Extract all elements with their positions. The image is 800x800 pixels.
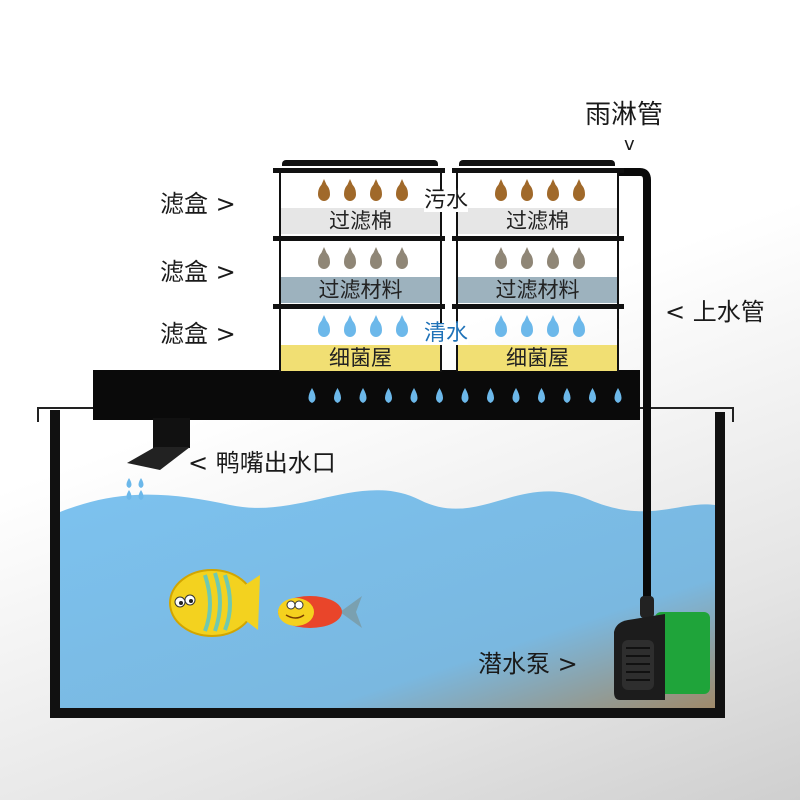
tray-drop xyxy=(436,388,443,403)
filter-media-band: 过滤材料 xyxy=(458,277,617,303)
clean-drops xyxy=(495,315,585,337)
box-edge xyxy=(279,168,281,372)
filter-lid-left xyxy=(282,160,438,166)
tray-drop xyxy=(308,388,316,403)
dirty-water-label: 污水 xyxy=(424,188,469,213)
tank-right-wall xyxy=(715,412,725,718)
tray-drop xyxy=(589,388,596,403)
drip-tray xyxy=(93,370,640,420)
duckbill-spout xyxy=(153,418,190,448)
filter-box-label-1: 滤盒 > xyxy=(160,190,236,218)
filter-box-label-2: 滤盒 > xyxy=(160,258,236,286)
filtered-drops xyxy=(495,247,585,269)
dirty-drops xyxy=(318,179,408,201)
red-fish xyxy=(278,596,362,628)
tank-left-wall xyxy=(50,410,60,718)
inlet-pipe xyxy=(618,168,651,600)
tank-bottom xyxy=(50,708,725,718)
tray-drop xyxy=(359,388,367,403)
rain-pipe-arrow: v xyxy=(624,134,635,155)
rain-pipe-label: 雨淋管 xyxy=(585,100,664,130)
box-edge xyxy=(456,168,458,372)
shelf xyxy=(273,168,445,173)
tray-drop xyxy=(385,388,392,403)
submersible-pump xyxy=(614,596,710,700)
clean-drops xyxy=(318,315,408,337)
filter-lid-right xyxy=(459,160,615,166)
submersible-pump-label: 潜水泵 > xyxy=(478,650,578,678)
box-edge xyxy=(617,168,619,372)
inlet-pipe-label: < 上水管 xyxy=(665,298,765,326)
shelf xyxy=(452,304,624,309)
shelf xyxy=(452,168,624,173)
outlet-drops xyxy=(126,478,144,500)
shelf xyxy=(273,236,445,241)
filter-media-band: 过滤材料 xyxy=(281,277,440,303)
bacteria-house-band: 细菌屋 xyxy=(458,345,617,371)
tray-drop xyxy=(334,388,341,403)
tray-drop xyxy=(512,388,520,403)
dirty-drops xyxy=(495,179,585,201)
tray-drop xyxy=(461,388,469,403)
tray-drop xyxy=(410,388,418,403)
water xyxy=(60,490,715,708)
bacteria-house-band: 细菌屋 xyxy=(281,345,440,371)
filter-stack: 过滤棉 过滤棉 过滤材料 过滤材料 细菌屋 细菌屋 污水 清水 xyxy=(0,0,800,380)
box-edge xyxy=(440,168,442,372)
filtered-drops xyxy=(318,247,408,269)
clean-water-label: 清水 xyxy=(424,321,469,346)
tray-drop xyxy=(563,388,571,403)
filter-box-label-3: 滤盒 > xyxy=(160,320,236,348)
duckbill-outlet-label: < 鸭嘴出水口 xyxy=(188,449,336,477)
filter-cotton-band: 过滤棉 xyxy=(458,208,617,234)
tray-drops xyxy=(308,388,622,403)
yellow-fish xyxy=(169,569,260,637)
shelf xyxy=(452,236,624,241)
tray-drop xyxy=(538,388,545,403)
tray-drop xyxy=(614,388,622,403)
shelf xyxy=(273,304,445,309)
duckbill-beak xyxy=(127,447,190,470)
tray-drop xyxy=(487,388,494,403)
filter-cotton-band: 过滤棉 xyxy=(281,208,440,234)
